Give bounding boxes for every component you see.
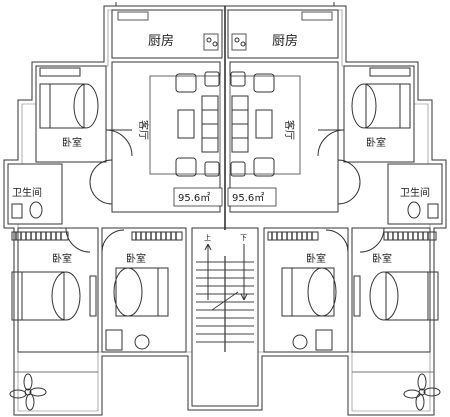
kitchen-left-label: 厨房 bbox=[148, 33, 174, 49]
bathroom-right bbox=[387, 163, 443, 225]
bedroom-top-right bbox=[343, 65, 415, 163]
area-left-label: 95.6㎡ bbox=[178, 192, 210, 204]
area-right-label: 95.6㎡ bbox=[232, 192, 264, 204]
kitchen-left bbox=[111, 9, 223, 59]
plant-right-icon bbox=[403, 373, 441, 411]
bedroom-bottom-rc bbox=[263, 227, 349, 353]
stair-down-label: 下 bbox=[240, 234, 247, 242]
stairwell bbox=[191, 227, 259, 407]
living-left-label: 客厅 bbox=[137, 120, 150, 140]
bedroom-tl-label: 卧室 bbox=[62, 136, 82, 149]
bathroom-left bbox=[7, 163, 63, 225]
bedroom-tr-label: 卧室 bbox=[366, 136, 386, 149]
bedroom-ll-label: 卧室 bbox=[52, 252, 72, 265]
kitchen-right-label: 厨房 bbox=[272, 33, 298, 49]
bedroom-bottom-lc bbox=[101, 227, 187, 353]
bedroom-top-left bbox=[35, 65, 107, 163]
bedroom-bottom-rr bbox=[351, 227, 431, 353]
bedroom-bottom-ll bbox=[17, 227, 99, 353]
bathroom-right-label: 卫生间 bbox=[400, 186, 430, 199]
living-right-label: 客厅 bbox=[283, 120, 296, 140]
stair-up-label: 上 bbox=[204, 233, 211, 242]
bathroom-left-label: 卫生间 bbox=[12, 186, 42, 199]
outer-wall bbox=[3, 5, 447, 416]
plant-left-icon bbox=[9, 373, 47, 411]
bedroom-lc-label: 卧室 bbox=[126, 252, 146, 265]
kitchen-right bbox=[227, 9, 339, 59]
bedroom-rc-label: 卧室 bbox=[306, 252, 326, 265]
bedroom-rr-label: 卧室 bbox=[372, 252, 392, 265]
